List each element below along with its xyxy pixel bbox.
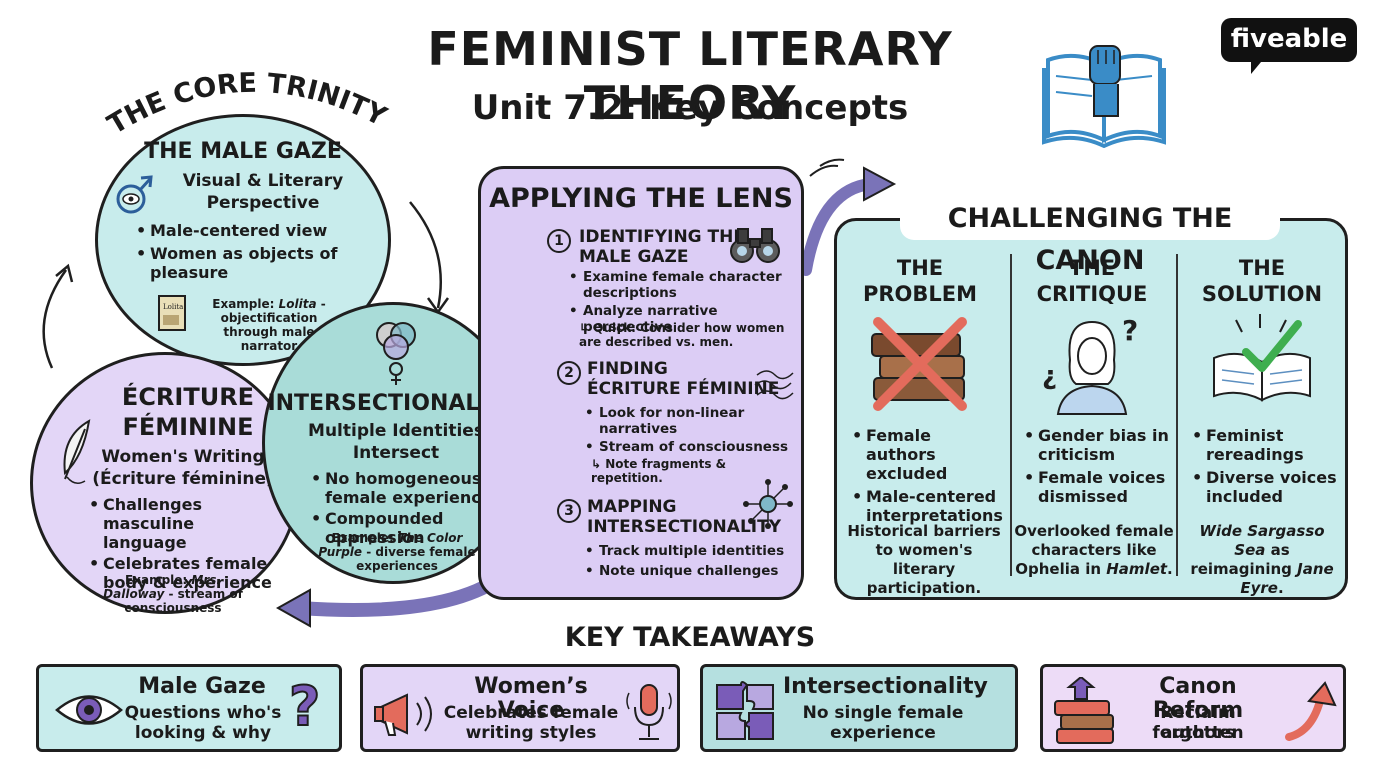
step-2-note: ↳ Note fragments & repetition. — [591, 457, 727, 485]
takeaway-intersectionality-title: Intersectionality — [783, 674, 988, 699]
ecriture-bullet: Challenges masculine language — [89, 495, 279, 552]
step-1-bullet: Examine female character descriptions — [569, 269, 793, 301]
puzzle-pieces-icon — [716, 681, 774, 740]
question-mark-icon: ? — [288, 674, 321, 739]
takeaway-card-womens-voice: Women’s Voice Celebrates female writing … — [360, 664, 680, 752]
canon-solution-head-1: THE — [1238, 256, 1286, 280]
step-1-number: 1 — [547, 229, 571, 253]
lolita-book-icon: Lolita — [158, 295, 186, 331]
male-gaze-subtitle-1: Visual & Literary — [182, 171, 344, 191]
step-3-bullet: Track multiple identities — [585, 543, 791, 559]
intersectionality-title: INTERSECTIONALITY — [267, 391, 519, 416]
network-nodes-icon — [743, 479, 793, 529]
intersectionality-example: Example: The Color Purple - diverse fema… — [318, 531, 476, 573]
applying-lens-panel: APPLYING THE LENS 1 IDENTIFYING THE MALE… — [478, 166, 804, 600]
takeaway-card-canon-reform: Canon Reform Reclaim forgotten authors — [1040, 664, 1346, 752]
canon-critique-foot: Overlooked female characters like Opheli… — [1014, 522, 1174, 578]
venn-female-icon — [376, 322, 416, 385]
open-book-fist-icon — [1042, 45, 1166, 148]
intersectionality-bullet: No homogeneous female experience — [311, 469, 511, 507]
step-2-title-1: FINDING — [587, 359, 668, 379]
takeaway-canon-reform-title: Canon Reform — [1152, 674, 1244, 723]
ecriture-feminine-circle: ÉCRITURE FÉMININE Women's Writing (Écrit… — [30, 352, 300, 615]
ecriture-example: Example: Mrs. Dalloway - stream of consc… — [103, 573, 243, 615]
rising-arrow-icon — [1285, 681, 1337, 741]
takeaway-canon-reform-sub-2: authors — [1161, 723, 1235, 743]
step-3-number: 3 — [557, 499, 581, 523]
eye-icon — [55, 695, 123, 725]
step-2-bullet: Look for non-linear narratives — [585, 405, 791, 437]
takeaway-womens-voice-sub-1: Celebrates female — [443, 703, 619, 723]
male-gaze-bullet: Women as objects of pleasure — [136, 244, 346, 282]
step-1-title-1: IDENTIFYING THE — [579, 227, 745, 247]
takeaway-intersectionality-sub-1: No single female — [802, 703, 964, 723]
flowing-lines-icon — [754, 370, 794, 400]
ecriture-subtitle-1: Women's Writing — [101, 447, 265, 467]
canon-critique-head-2: CRITIQUE — [1036, 282, 1148, 306]
canon-solution-bullet: Feminist rereadings — [1192, 426, 1342, 464]
svg-text:Lolita: Lolita — [163, 303, 183, 311]
stacked-books-arrow-icon — [1054, 677, 1114, 744]
ecriture-title-1: ÉCRITURE — [121, 383, 255, 411]
male-gaze-example: Example: Lolita - objectification throug… — [212, 297, 326, 353]
male-gaze-title: THE MALE GAZE — [144, 139, 342, 164]
step-1-note: ↳ Quick: Consider how women are describe… — [579, 321, 785, 349]
challenging-canon-title: CHALLENGING THE CANON — [900, 198, 1280, 276]
takeaway-card-male-gaze: Male Gaze Questions who's looking & why … — [36, 664, 342, 752]
megaphone-icon — [374, 693, 432, 736]
canon-problem-head-2: PROBLEM — [862, 282, 978, 306]
svg-text:¿: ¿ — [1042, 361, 1057, 391]
canon-problem-foot: Historical barriers to women's literary … — [847, 522, 1001, 597]
svg-text:?: ? — [1122, 314, 1138, 347]
step-3-title-2: INTERSECTIONALITY — [587, 517, 782, 537]
ecriture-subtitle-2: (Écriture féminine) — [92, 469, 274, 489]
canon-problem-bullet: Male-centered interpretations — [852, 487, 1003, 525]
key-takeaways-title: KEY TAKEAWAYS — [564, 622, 816, 653]
step-3-bullet: Note unique challenges — [585, 563, 791, 579]
male-gaze-bullet: Male-centered view — [136, 221, 346, 240]
canon-problem-head-1: THE — [896, 256, 944, 280]
binoculars-icon — [730, 228, 780, 263]
fiveable-logo: fiveable — [1221, 18, 1357, 74]
canon-critique-bullet: Female voices dismissed — [1024, 468, 1174, 506]
male-symbol-eye-icon — [116, 175, 153, 214]
book-checkmark-icon — [1213, 314, 1311, 402]
takeaway-card-intersectionality: Intersectionality No single female exper… — [700, 664, 1018, 752]
page-subtitle: Unit 7.2: Key Concepts — [471, 88, 909, 128]
takeaway-womens-voice-title: Women’s Voice — [474, 674, 588, 723]
step-3-title-1: MAPPING — [587, 497, 677, 517]
takeaway-male-gaze-sub-2: looking & why — [134, 723, 272, 743]
applying-lens-title: APPLYING THE LENS — [489, 183, 793, 214]
takeaway-canon-reform-sub-1: Reclaim forgotten — [1152, 703, 1244, 743]
microphone-icon — [626, 684, 672, 740]
step-2-title-2: ÉCRITURE FÉMININE — [587, 379, 780, 399]
questioning-woman-icon: ? ¿ — [1042, 314, 1138, 415]
takeaway-womens-voice-sub-2: writing styles — [465, 723, 597, 743]
ecriture-title-2: FÉMININE — [122, 413, 254, 441]
step-1-bullet: Analyze narrative perspective — [569, 303, 793, 335]
canon-solution-head-2: SOLUTION — [1201, 282, 1323, 306]
intersectionality-subtitle-1: Multiple Identities — [308, 421, 484, 441]
step-1-title-2: MALE GAZE — [579, 247, 689, 267]
step-2-bullet: Stream of consciousness — [585, 439, 791, 455]
intersectionality-bullet: Compounded oppression — [311, 509, 511, 547]
canon-divider — [1010, 254, 1012, 576]
quill-pen-icon — [63, 419, 91, 484]
canon-critique-bullet: Gender bias in criticism — [1024, 426, 1174, 464]
canon-problem-bullet: Female authors excluded — [852, 426, 1002, 483]
crossed-books-icon — [871, 317, 967, 411]
step-2-number: 2 — [557, 361, 581, 385]
canon-critique-head-1: THE — [1068, 256, 1116, 280]
takeaway-intersectionality-sub-2: experience — [830, 723, 936, 743]
page-title: FEMINIST LITERARY THEORY — [427, 22, 953, 130]
canon-divider — [1176, 254, 1178, 576]
male-gaze-subtitle-2: Perspective — [206, 193, 320, 213]
canon-solution-foot: Wide Sargasso Sea as reimagining Jane Ey… — [1190, 522, 1334, 597]
intersectionality-subtitle-2: Intersect — [352, 443, 440, 463]
takeaway-male-gaze-title: Male Gaze — [138, 674, 266, 699]
takeaway-male-gaze-sub-1: Questions who's — [124, 703, 282, 723]
canon-solution-bullet: Diverse voices included — [1192, 468, 1342, 506]
ecriture-bullet: Celebrates female body & experience — [89, 554, 279, 592]
